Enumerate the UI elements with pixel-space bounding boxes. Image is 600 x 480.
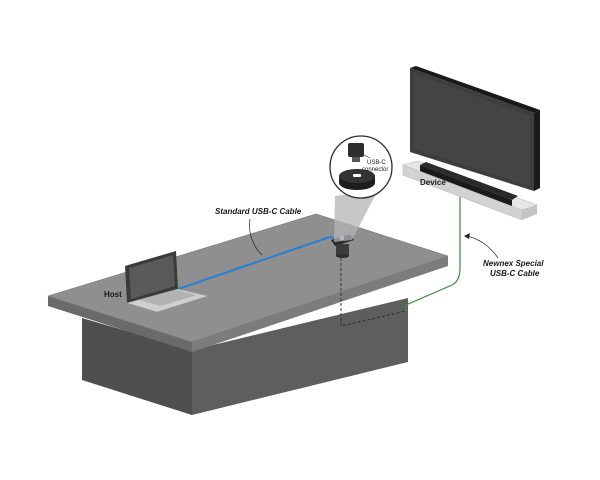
host-label: Host: [104, 290, 122, 299]
device-label: Device: [420, 178, 446, 187]
laptop-icon: [125, 251, 209, 313]
soundbar-icon: [420, 162, 518, 206]
special-usb-c-cable: [405, 187, 471, 311]
usb-c-connector-callout: USB-C connector: [329, 135, 393, 199]
conference-table: [46, 213, 449, 415]
connector-label-line2: connector: [362, 167, 388, 173]
connector-label-line1: USB-C: [367, 160, 386, 166]
connector-zoom-cone: [334, 190, 378, 242]
special-cable-leader: [465, 235, 499, 259]
usb-c-connector-icon: [348, 143, 364, 157]
under-table-route: [340, 258, 407, 327]
standard-cable-leader: [249, 218, 263, 256]
table-top-front-edge: [48, 296, 192, 352]
special-cable-label-line2: USB-C Cable: [490, 269, 540, 278]
tv-icon: [410, 66, 540, 191]
table-top-side-edge: [192, 256, 448, 352]
table-base-side: [192, 298, 408, 415]
special-cable-label-line1: Newnex Special: [483, 259, 544, 268]
standard-cable-label: Standard USB-C Cable: [215, 207, 302, 216]
